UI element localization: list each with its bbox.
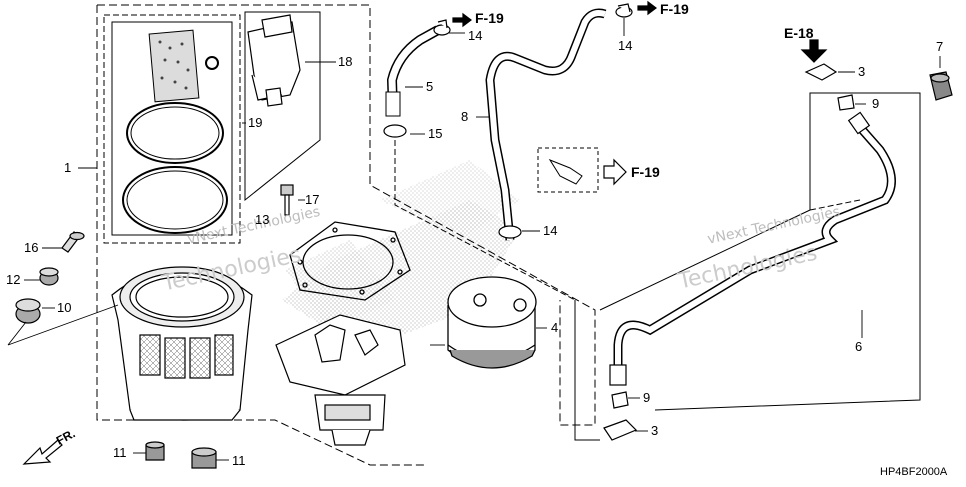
callout-11-right: 11 <box>232 453 246 468</box>
leader-lines <box>7 18 941 461</box>
reference-e18: E-18 <box>784 25 814 41</box>
callout-13: 13 <box>255 212 270 227</box>
callout-14-mid: 14 <box>543 223 558 238</box>
assembly-frames <box>96 4 921 466</box>
packing-kit-19 <box>122 29 228 234</box>
fuel-pump-module <box>275 314 406 446</box>
filter-housing-18 <box>247 14 301 107</box>
callout-9-bottom: 9 <box>643 390 651 405</box>
reference-f19-left: F-19 <box>475 10 504 26</box>
callout-3-top: 3 <box>858 64 866 79</box>
callout-14-top-left: 14 <box>468 28 483 43</box>
fuel-tube-8 <box>485 8 607 241</box>
reference-arrows <box>452 0 828 186</box>
callout-9-top: 9 <box>872 96 880 111</box>
hose-clamps <box>383 3 633 239</box>
small-parts <box>15 63 953 469</box>
fuel-pump-4 <box>447 276 537 369</box>
reference-f19-mid: F-19 <box>631 164 660 180</box>
callout-3-bottom: 3 <box>651 423 659 438</box>
callout-7: 7 <box>936 39 944 54</box>
callout-5: 5 <box>426 79 434 94</box>
callout-8: 8 <box>461 109 469 124</box>
callout-16: 16 <box>24 240 39 255</box>
fuel-hose-6 <box>609 111 896 386</box>
callout-12: 12 <box>6 272 21 287</box>
diagram-code: HP4BF2000A <box>880 466 948 478</box>
callout-6: 6 <box>855 339 863 354</box>
front-arrow <box>22 439 63 465</box>
callout-15: 15 <box>428 126 443 141</box>
callout-17: 17 <box>305 192 320 207</box>
reference-f19-right: F-19 <box>660 1 689 17</box>
callout-1: 1 <box>64 160 72 175</box>
fuel-hose-5 <box>385 25 441 117</box>
callout-18: 18 <box>338 54 353 69</box>
reference-detail-box <box>537 147 599 193</box>
callout-11-left: 11 <box>113 445 127 460</box>
callout-10: 10 <box>57 300 72 315</box>
callout-4: 4 <box>551 320 559 335</box>
fuel-pump-cup <box>111 266 253 421</box>
callout-14-top-right: 14 <box>618 38 633 53</box>
gasket-13 <box>289 221 411 301</box>
callout-19: 19 <box>248 115 263 130</box>
